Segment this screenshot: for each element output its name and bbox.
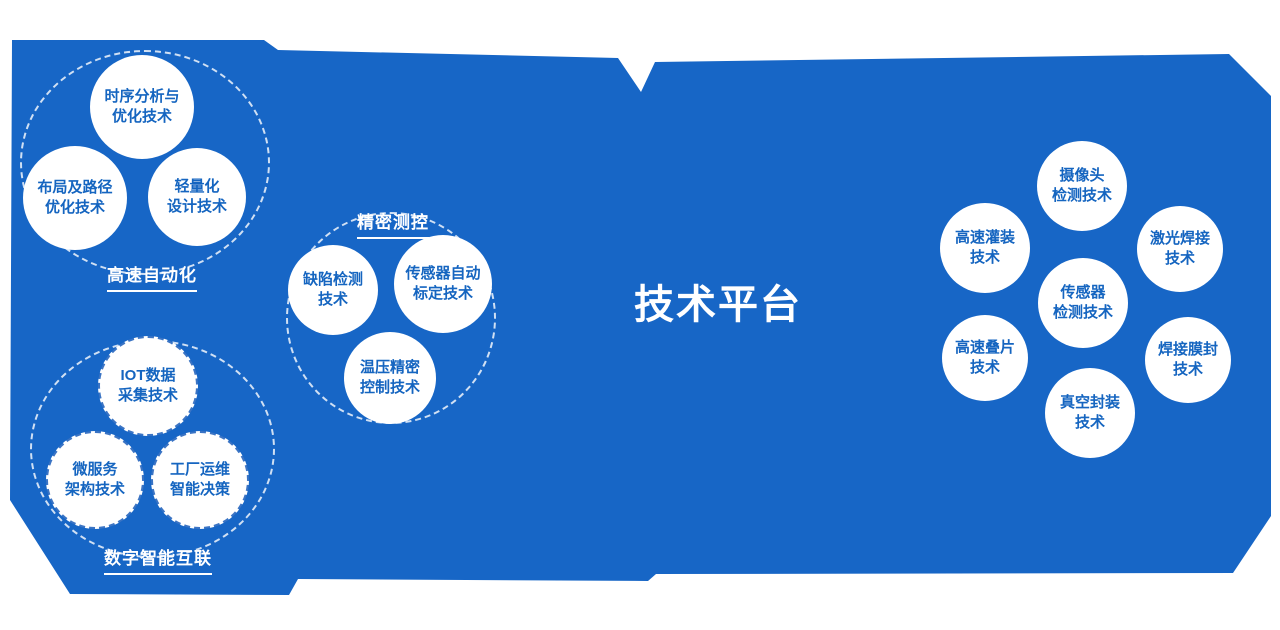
label-line: 焊接膜封 — [1157, 340, 1218, 358]
tech-circle-label: 缺陷检测 技术 — [303, 270, 363, 311]
label-line: 技术 — [969, 359, 1000, 376]
tech-circle-label: 轻量化 设计技术 — [167, 177, 227, 218]
label-line: IOT数据 — [120, 366, 176, 384]
label-line: 优化技术 — [44, 199, 105, 216]
tech-circle-label: 微服务 架构技术 — [65, 460, 125, 501]
tech-circle-label: 激光焊接 技术 — [1150, 229, 1210, 270]
tech-circle-high-speed-stacking: 高速叠片 技术 — [942, 315, 1028, 401]
label-line: 高速灌装 — [954, 228, 1015, 246]
tech-circle-defect-detection: 缺陷检测 技术 — [288, 245, 378, 335]
tech-circle-label: 高速灌装 技术 — [955, 228, 1015, 269]
tech-circle-lightweight-design: 轻量化 设计技术 — [148, 148, 246, 246]
label-line: 传感器自动 — [405, 264, 481, 282]
tech-circle-layout-path: 布局及路径 优化技术 — [23, 146, 127, 250]
label-line: 标定技术 — [412, 285, 473, 302]
tech-circle-label: 工厂运维 智能决策 — [170, 460, 230, 501]
tech-circle-factory-ops-decision: 工厂运维 智能决策 — [151, 431, 249, 529]
tech-circle-sensor-detection: 传感器 检测技术 — [1038, 258, 1128, 348]
tech-circle-label: 摄像头 检测技术 — [1052, 166, 1112, 207]
tech-circle-iot-data: IOT数据 采集技术 — [98, 336, 198, 436]
tech-circle-sensor-calibration: 传感器自动 标定技术 — [394, 235, 492, 333]
cluster-label-high-speed-automation: 高速自动化 — [107, 261, 197, 292]
tech-circle-label: IOT数据 采集技术 — [118, 366, 178, 407]
label-line: 设计技术 — [166, 198, 227, 215]
cluster-label-digital-intelligence: 数字智能互联 — [104, 544, 212, 575]
tech-circle-high-speed-filling: 高速灌装 技术 — [940, 203, 1030, 293]
label-line: 检测技术 — [1052, 304, 1113, 321]
tech-circle-camera-detection: 摄像头 检测技术 — [1037, 141, 1127, 231]
label-line: 技术 — [969, 249, 1000, 266]
tech-circle-label: 时序分析与 优化技术 — [104, 87, 179, 128]
label-line: 控制技术 — [359, 379, 420, 396]
tech-circle-label: 传感器自动 标定技术 — [405, 264, 480, 305]
label-line: 传感器 — [1060, 283, 1106, 301]
label-line: 检测技术 — [1051, 187, 1112, 204]
tech-circle-vacuum-packaging: 真空封装 技术 — [1045, 368, 1135, 458]
label-line: 架构技术 — [64, 481, 125, 498]
label-line: 时序分析与 — [104, 87, 180, 105]
tech-circle-label: 高速叠片 技术 — [955, 338, 1015, 379]
tech-circle-temp-pressure-control: 温压精密 控制技术 — [344, 332, 436, 424]
label-line: 布局及路径 — [37, 178, 113, 196]
label-line: 工厂运维 — [169, 460, 230, 478]
label-line: 优化技术 — [111, 108, 172, 125]
tech-circle-label: 温压精密 控制技术 — [360, 358, 420, 399]
label-line: 微服务 — [72, 460, 118, 478]
label-line: 激光焊接 — [1149, 229, 1210, 247]
cluster-label-precision-measurement: 精密测控 — [357, 208, 429, 239]
label-line: 高速叠片 — [954, 338, 1015, 356]
page-title: 技术平台 — [634, 283, 802, 327]
label-line: 技术 — [1074, 414, 1105, 431]
tech-circle-microservice: 微服务 架构技术 — [46, 431, 144, 529]
background-shape — [10, 40, 1271, 595]
decor-dashed-ellipse-automation — [20, 50, 270, 275]
label-line: 温压精密 — [359, 358, 420, 376]
tech-circle-timing-analysis: 时序分析与 优化技术 — [90, 55, 194, 159]
label-line: 智能决策 — [169, 481, 230, 498]
label-line: 缺陷检测 — [302, 270, 363, 288]
label-line: 摄像头 — [1059, 166, 1105, 184]
label-line: 技术 — [317, 291, 348, 308]
label-line: 采集技术 — [117, 387, 178, 404]
label-line: 技术 — [1164, 250, 1195, 267]
tech-circle-label: 传感器 检测技术 — [1053, 283, 1113, 324]
label-line: 真空封装 — [1059, 393, 1120, 411]
tech-circle-welding-film-seal: 焊接膜封 技术 — [1145, 317, 1231, 403]
tech-circle-laser-welding: 激光焊接 技术 — [1137, 206, 1223, 292]
tech-circle-label: 布局及路径 优化技术 — [37, 178, 112, 219]
tech-circle-label: 焊接膜封 技术 — [1158, 340, 1218, 381]
tech-circle-label: 真空封装 技术 — [1060, 393, 1120, 434]
label-line: 轻量化 — [174, 177, 220, 195]
label-line: 技术 — [1172, 361, 1203, 378]
